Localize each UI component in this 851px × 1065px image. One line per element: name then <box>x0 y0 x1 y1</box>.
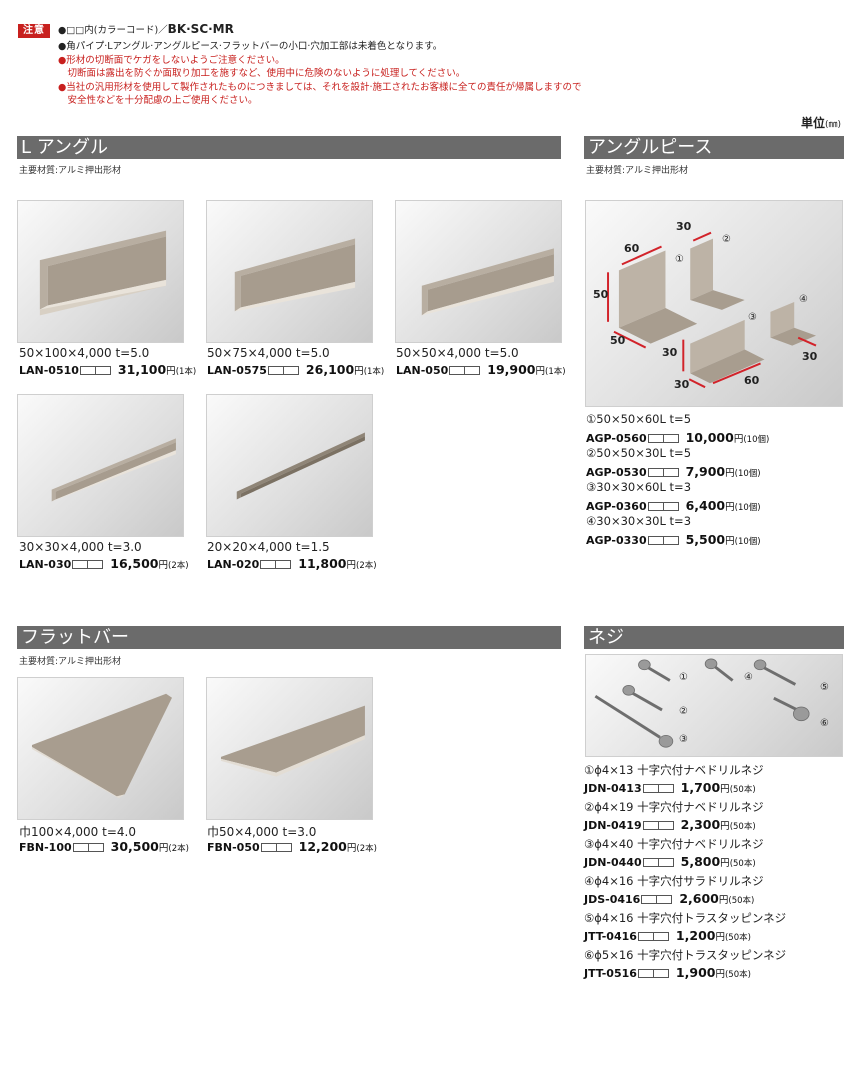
dim-label: 50 <box>610 334 626 347</box>
section-header-screws: ネジ <box>584 626 844 649</box>
product-photo-lan-0510 <box>17 200 184 343</box>
section-header-flat-bar: フラットバー <box>17 626 561 649</box>
screw-marker: ③ <box>679 734 688 745</box>
notice-line-1: ●□□内(カラーコード)／BK·SC·MR <box>58 22 234 37</box>
product-photo-fbn-100 <box>17 677 184 820</box>
notice-line-3: ●形材の切断面でケガをしないようご注意ください。 <box>58 55 285 66</box>
screw-desc: ②ϕ4×19 十字穴付ナベドリルネジ <box>584 800 764 814</box>
notice-tag: 注意 <box>18 24 50 38</box>
notice-line-2: ●角パイプ·Lアングル·アングルピース·フラットバーの小口·穴加工部は未着色とな… <box>58 41 443 52</box>
notice-line-4: 切断面は露出を防ぐか面取り加工を施すなど、使用中に危険のないように処理してくださ… <box>58 68 466 79</box>
piece-marker: ① <box>675 254 684 265</box>
product-spec: 巾50×4,000 t=3.0 <box>207 825 317 839</box>
dim-label: 30 <box>802 350 818 363</box>
screw-desc: ③ϕ4×40 十字穴付ナベドリルネジ <box>584 837 764 851</box>
product-spec: 20×20×4,000 t=1.5 <box>207 540 330 554</box>
screw-desc: ①ϕ4×13 十字穴付ナベドリルネジ <box>584 763 764 777</box>
product-spec: 30×30×4,000 t=3.0 <box>19 540 142 554</box>
dim-label: 30 <box>676 220 692 233</box>
product-spec: 50×75×4,000 t=5.0 <box>207 346 330 360</box>
piece-desc: ①50×50×60L t=5 <box>586 412 692 426</box>
product-photo-lan-030 <box>17 394 184 537</box>
notice-line-5: ●当社の汎用形材を使用して製作されたものにつきましては、それを設計·施工されたお… <box>58 82 582 93</box>
angle-piece-diagram <box>585 200 843 407</box>
screw-desc: ⑥ϕ5×16 十字穴付トラスタッピンネジ <box>584 948 787 962</box>
product-spec: 巾100×4,000 t=4.0 <box>19 825 136 839</box>
unit-label: 単位(㎜) <box>800 116 841 130</box>
piece-marker: ③ <box>748 312 757 323</box>
screw-desc: ④ϕ4×16 十字穴付サラドリルネジ <box>584 874 764 888</box>
screw-marker: ① <box>679 672 688 683</box>
screw-marker: ② <box>679 706 688 717</box>
screws-photo <box>585 654 843 757</box>
piece-marker: ④ <box>799 294 808 305</box>
angle-piece-material: 主要材質:アルミ押出形材 <box>586 166 688 176</box>
piece-marker: ② <box>722 234 731 245</box>
piece-desc: ④30×30×30L t=3 <box>586 514 692 528</box>
product-photo-lan-0575 <box>206 200 373 343</box>
product-photo-lan-020 <box>206 394 373 537</box>
product-photo-fbn-050 <box>206 677 373 820</box>
flat-bar-material: 主要材質:アルミ押出形材 <box>19 657 121 667</box>
piece-desc: ③30×30×60L t=3 <box>586 480 692 494</box>
screw-marker: ⑤ <box>820 682 829 693</box>
dim-label: 60 <box>624 242 640 255</box>
notice-line-6: 安全性などを十分配慮の上ご使用ください。 <box>58 95 258 106</box>
dim-label: 30 <box>662 346 678 359</box>
dim-label: 30 <box>674 378 690 391</box>
product-photo-lan-050 <box>395 200 562 343</box>
l-angle-material: 主要材質:アルミ押出形材 <box>19 166 121 176</box>
screw-desc: ⑤ϕ4×16 十字穴付トラスタッピンネジ <box>584 911 787 925</box>
product-spec: 50×50×4,000 t=5.0 <box>396 346 519 360</box>
dim-label: 50 <box>593 288 609 301</box>
section-header-l-angle: L アングル <box>17 136 561 159</box>
dim-label: 60 <box>744 374 760 387</box>
piece-desc: ②50×50×30L t=5 <box>586 446 692 460</box>
section-header-angle-piece: アングルピース <box>584 136 844 159</box>
screw-marker: ⑥ <box>820 718 829 729</box>
product-spec: 50×100×4,000 t=5.0 <box>19 346 150 360</box>
screw-marker: ④ <box>744 672 753 683</box>
